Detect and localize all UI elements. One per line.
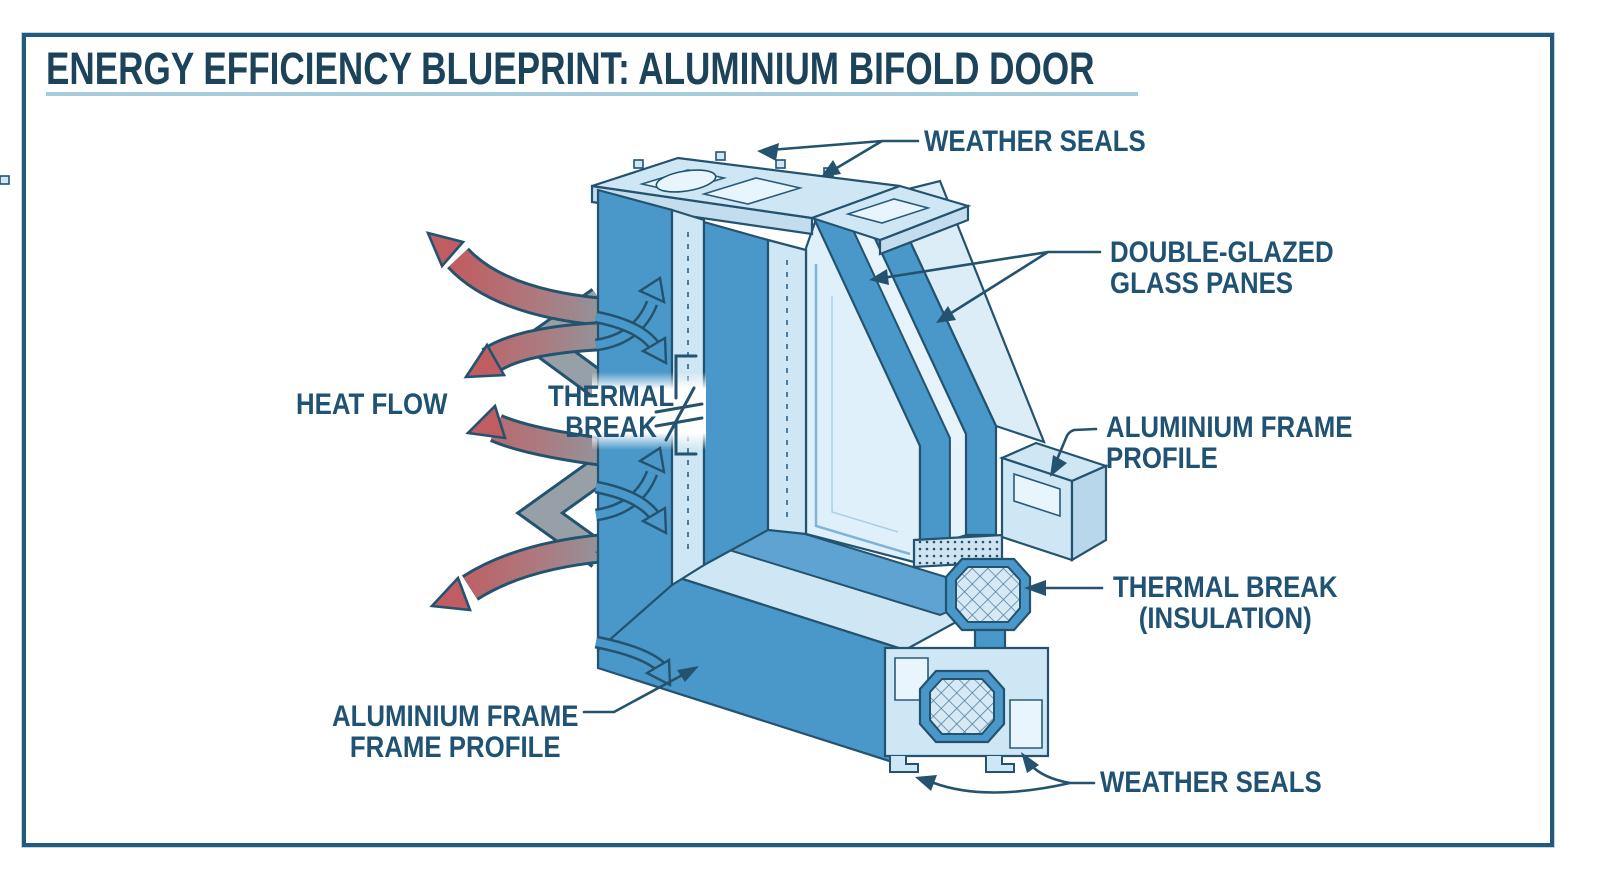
label-line: GLASS PANES	[1110, 267, 1294, 301]
sash-side-face	[766, 238, 808, 536]
heat-flow-arrow-up-left	[425, 231, 606, 327]
label-heat-flow: HEAT FLOW	[296, 388, 448, 421]
title-underline	[46, 92, 1138, 96]
page-title: ENERGY EFFICIENCY BLUEPRINT: ALUMINIUM B…	[46, 43, 1095, 94]
heat-flow-arrow-left-lower	[465, 403, 606, 467]
label-double-glazed: DOUBLE-GLAZED GLASS PANES	[1110, 236, 1334, 301]
leader-aluminium-frame-profile	[1050, 427, 1098, 477]
weather-seal-nub	[0, 175, 10, 185]
leader-arrows	[582, 139, 1104, 794]
weather-seal-foot	[985, 756, 1015, 773]
label-line: PROFILE	[1106, 442, 1218, 476]
weather-seal-foot	[889, 756, 919, 773]
air-arrow-down	[594, 310, 668, 366]
air-circulation-arrows	[594, 275, 672, 688]
weather-seal-nub	[633, 159, 644, 169]
label-line: FRAME PROFILE	[349, 731, 561, 765]
label-line: THERMAL	[548, 380, 675, 413]
weather-seal-nub	[715, 151, 726, 161]
sash-front-face	[702, 220, 770, 567]
leader-double-glazed	[869, 250, 1102, 323]
leader-weather-seals-bottom	[915, 752, 1096, 794]
heat-flow-arrows	[425, 231, 609, 612]
label-line: (INSULATION)	[1138, 602, 1312, 636]
label-line: BREAK	[565, 411, 657, 445]
heat-flow-arrow-down-left	[429, 533, 606, 612]
label-weather-seals-top: WEATHER SEALS	[924, 125, 1146, 158]
label-aluminium-frame-profile: ALUMINIUM FRAME PROFILE	[1106, 411, 1353, 476]
air-arrow-down	[594, 635, 672, 688]
air-arrow-down	[594, 480, 668, 536]
heat-flow-arrow-left-upper	[463, 321, 605, 379]
thermal-break-symbol	[654, 354, 704, 456]
label-line: DOUBLE-GLAZED	[1110, 236, 1334, 269]
label-line: ALUMINIUM FRAME	[332, 700, 579, 733]
label-thermal-break-insulation: THERMAL BREAK (INSULATION)	[1113, 571, 1338, 636]
thermal-break-insulation-core	[955, 566, 1021, 623]
label-line: ALUMINIUM FRAME	[1106, 411, 1353, 444]
glass-panes	[810, 179, 1046, 569]
label-weather-seals-bottom: WEATHER SEALS	[1100, 766, 1322, 799]
leader-thermal-break-insulation	[1024, 580, 1104, 596]
label-thermal-break-center: THERMAL BREAK	[548, 380, 675, 445]
thermal-break-gap	[592, 372, 706, 450]
thermal-break-insulation-core	[929, 678, 995, 735]
profile-sections	[883, 441, 1110, 773]
label-line: THERMAL BREAK	[1113, 571, 1338, 604]
leader-weather-seals-top	[757, 139, 920, 177]
weather-seal-nub	[775, 159, 786, 169]
leader-aluminium-frame-frame	[582, 666, 699, 714]
label-aluminium-frame-frame: ALUMINIUM FRAME FRAME PROFILE	[332, 700, 579, 765]
